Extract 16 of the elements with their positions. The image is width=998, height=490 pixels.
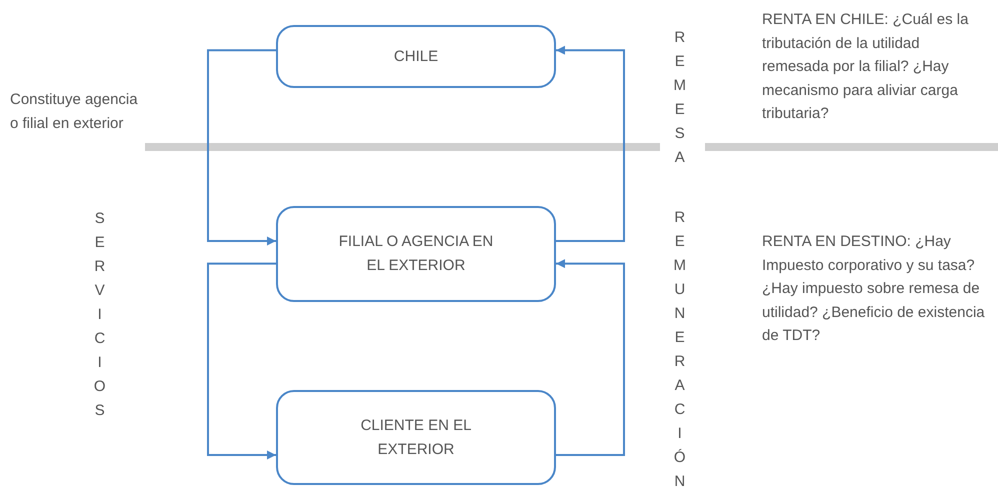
arrow (556, 259, 625, 456)
box-label: CLIENTE EN EL EXTERIOR (360, 416, 472, 460)
process-box (276, 390, 556, 485)
arrow (556, 46, 625, 242)
vertical-label: SERVICIOS (93, 209, 106, 421)
box-label: FILIAL O AGENCIA EN EL EXTERIOR (338, 232, 494, 276)
side-note: Constituye agencia o filial en exterior (10, 90, 139, 134)
process-box (276, 206, 556, 302)
vertical-label: REMESA (673, 28, 686, 168)
question-note: RENTA EN DESTINO: ¿Hay Impuesto corporativo y su tasa? ¿Hay impuesto sobre remesa de utilidad? ¿Beneficio de existencia de TDT? (762, 232, 986, 346)
vertical-label: REMUNERACIÓN (673, 208, 686, 490)
process-box (276, 25, 556, 88)
arrow (207, 262, 276, 460)
box-label: CHILE (394, 46, 438, 66)
question-note: RENTA EN CHILE: ¿Cuál es la tributación de la utilidad remesada por la filial? ¿Hay mecanismo para aliviar carga tributaria? (762, 10, 970, 124)
arrow (207, 49, 276, 246)
